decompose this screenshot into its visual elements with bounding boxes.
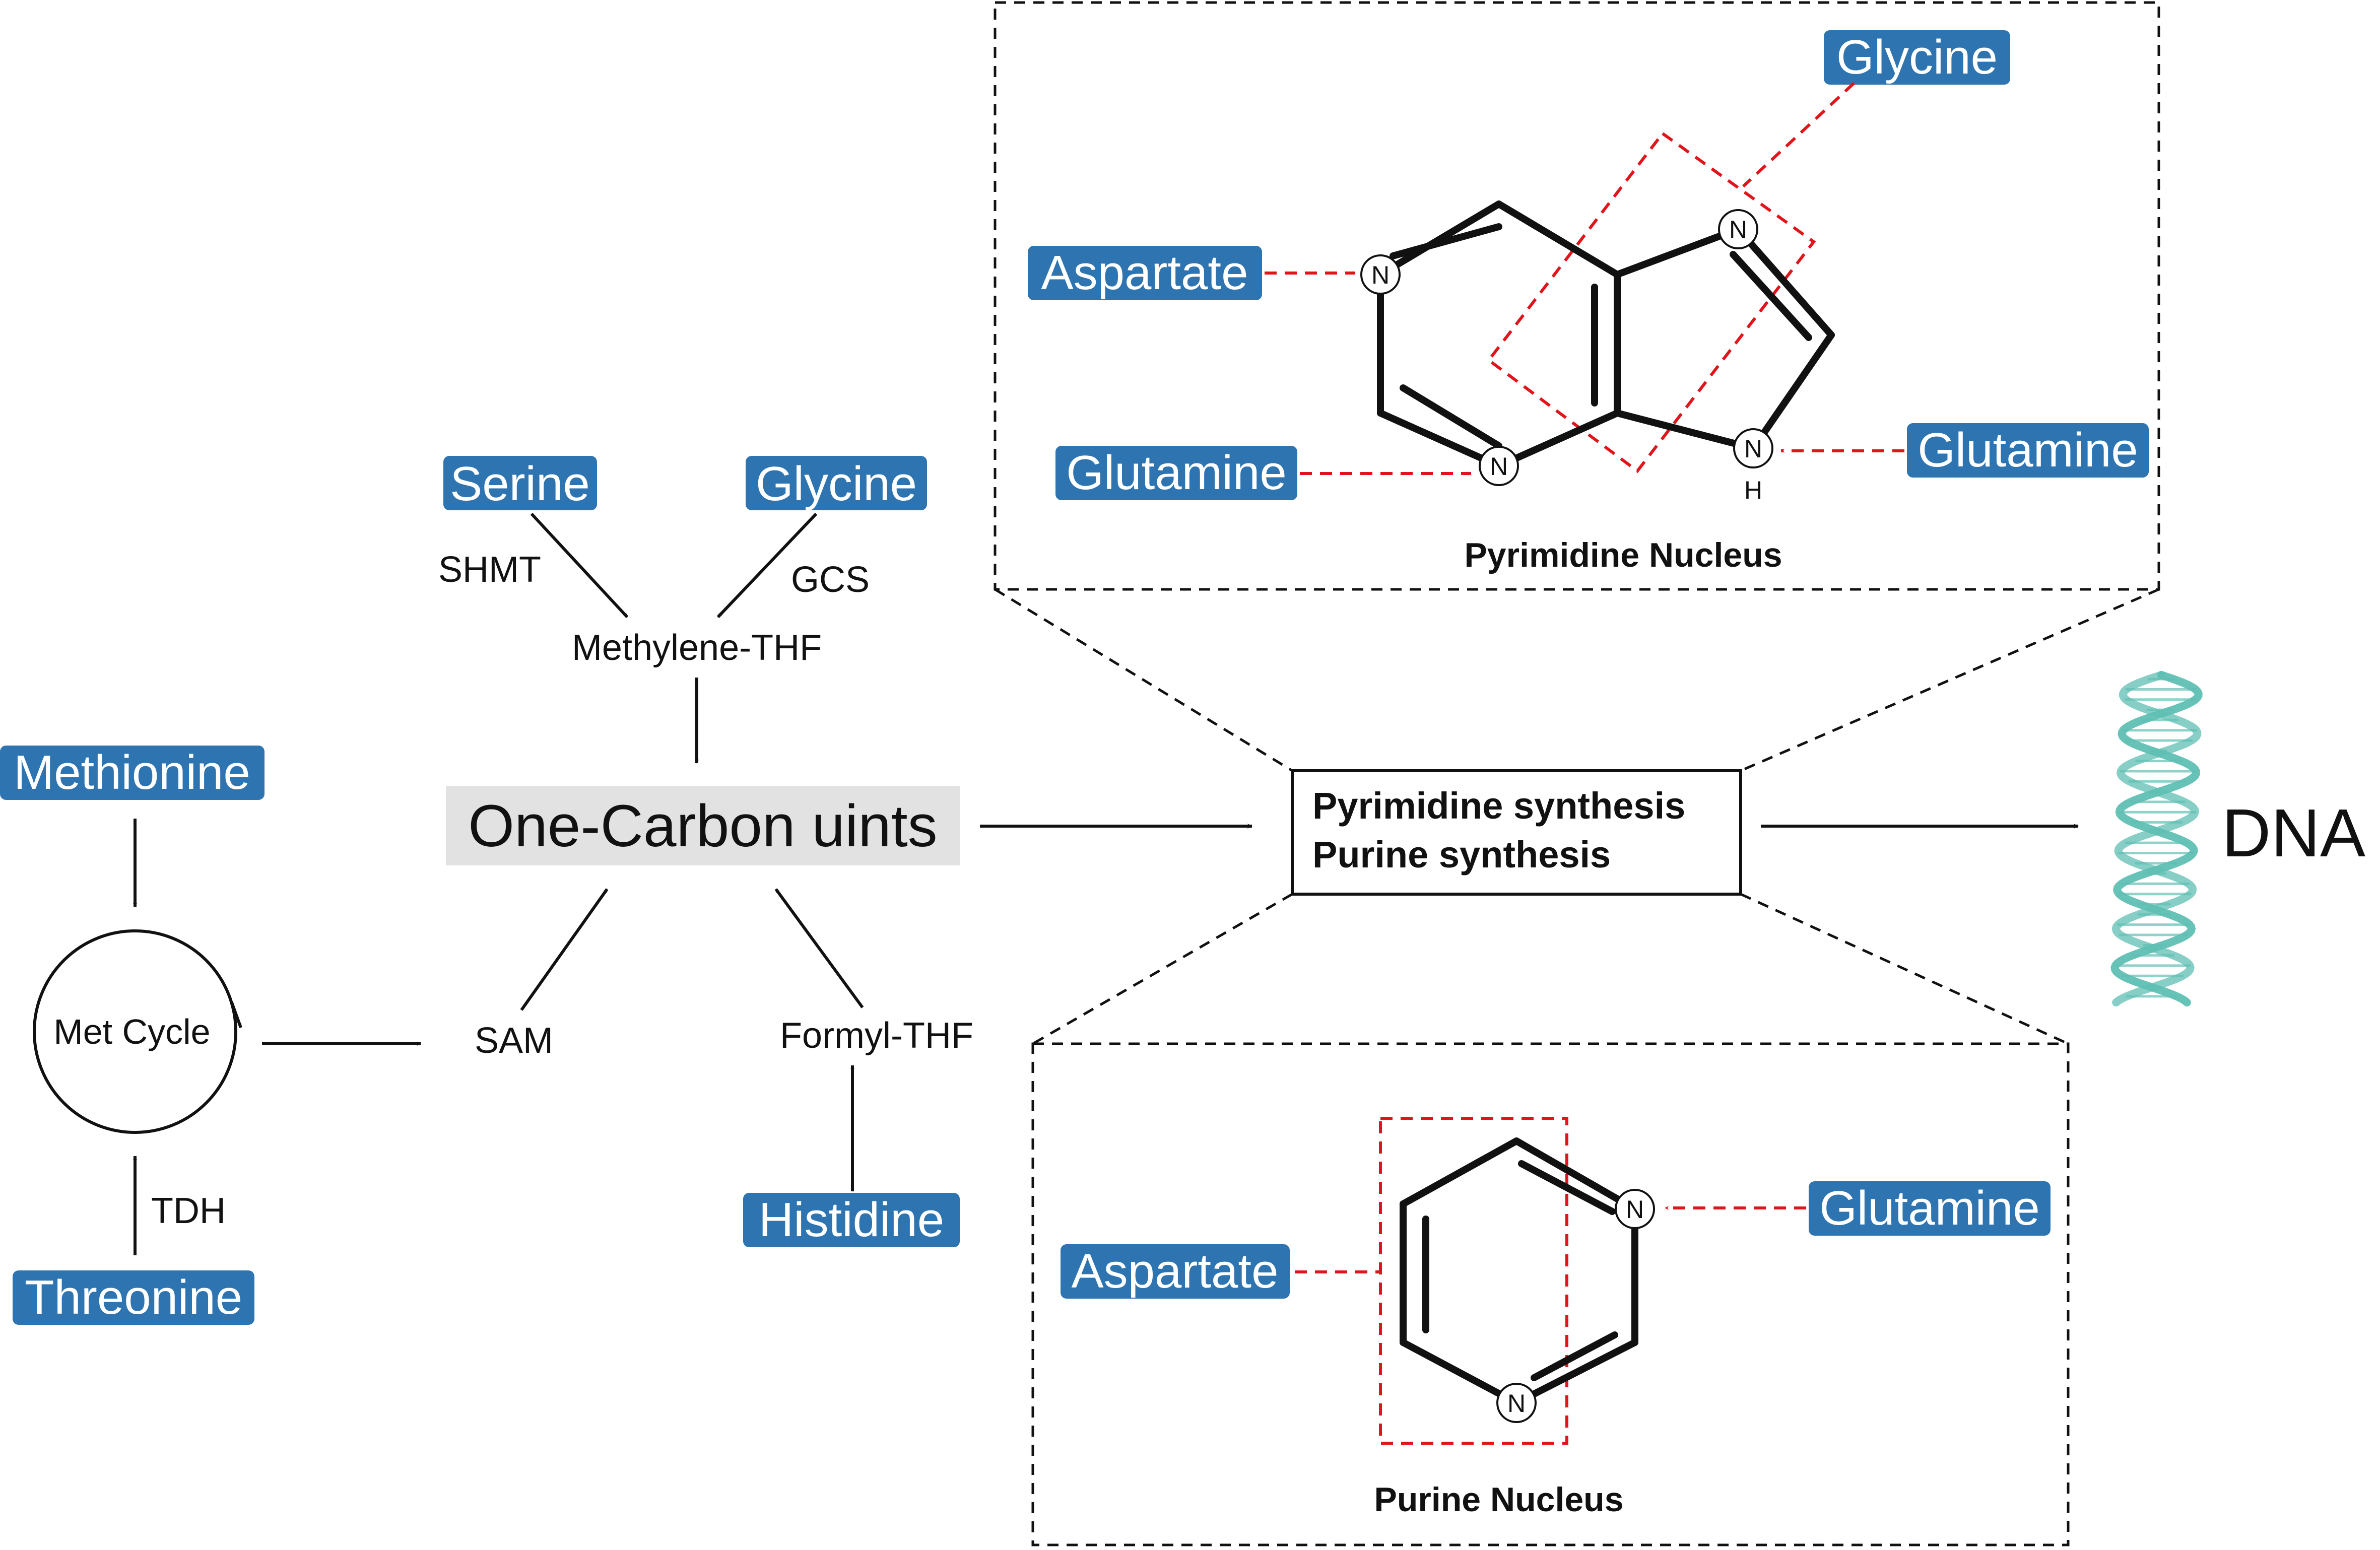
glycine-label: Glycine: [756, 457, 917, 511]
svg-text:Glutamine: Glutamine: [1918, 423, 2138, 477]
imidazole-highlight: [1486, 131, 1816, 474]
purine-skeleton: [1377, 200, 1835, 469]
svg-text:N: N: [1744, 435, 1762, 463]
sam-to-onecarbon-arrow: [520, 888, 609, 1011]
bottom-aspartate-pill: Aspartate: [1061, 1244, 1290, 1299]
dna-helix-icon: [2110, 671, 2203, 1006]
svg-text:Glutamine: Glutamine: [1066, 446, 1287, 500]
atom-n-top-bottom: N: [1479, 446, 1519, 486]
svg-text:N: N: [1490, 452, 1508, 481]
svg-text:Aspartate: Aspartate: [1072, 1244, 1279, 1298]
purine-nucleus-title: Purine Nucleus: [1374, 1480, 1623, 1519]
formyl-thf-label: Formyl-THF: [780, 1016, 973, 1056]
gcs-enzyme-label: GCS: [791, 560, 870, 600]
top-glutamine-right-pill: Glutamine: [1907, 423, 2149, 478]
svg-text:N: N: [1626, 1195, 1644, 1224]
purine-highlight: [1379, 1117, 1568, 1445]
svg-text:Glutamine: Glutamine: [1819, 1181, 2040, 1235]
histidine-label: Histidine: [759, 1193, 944, 1247]
glycine-to-methylene-arrow: [716, 512, 818, 619]
dna-label: DNA: [2222, 795, 2365, 871]
glycine-pill: Glycine: [746, 456, 927, 511]
purine-synthesis-label: Purine synthesis: [1312, 834, 1611, 875]
dna-strand-b: [2111, 671, 2202, 1006]
histidine-pill: Histidine: [743, 1193, 960, 1247]
serine-label: Serine: [450, 457, 590, 511]
zoom-connectors: [994, 588, 2159, 1045]
synthesis-box: Pyrimidine synthesis Purine synthesis: [1291, 769, 1742, 896]
met-cycle-label: Met Cycle: [53, 1012, 210, 1051]
svg-text:Glycine: Glycine: [1836, 30, 1998, 84]
threonine-label: Threonine: [25, 1270, 242, 1324]
svg-text:N: N: [1729, 216, 1747, 244]
atom-n-bottom-lower: N: [1496, 1383, 1537, 1423]
top-glycine-pill: Glycine: [1824, 30, 2010, 85]
top-glutamine-left-pill: Glutamine: [1055, 446, 1297, 500]
pyrimidine-ring: [1400, 1137, 1638, 1406]
svg-text:N: N: [1507, 1389, 1526, 1418]
svg-text:N: N: [1371, 261, 1390, 289]
bottom-glutamine-pill: Glutamine: [1809, 1181, 2051, 1236]
serine-pill: Serine: [443, 456, 597, 511]
formyl-to-onecarbon-arrow: [774, 888, 864, 1008]
atom-n-top-imidazole-upper: N: [1718, 209, 1758, 249]
pyrimidine-nucleus-title: Pyrimidine Nucleus: [1464, 536, 1782, 574]
threonine-pill: Threonine: [13, 1270, 254, 1325]
shmt-enzyme-label: SHMT: [438, 550, 541, 590]
methylene-thf-label: Methylene-THF: [572, 628, 822, 668]
pyrimidine-panel: [994, 1, 2160, 591]
pyrimidine-synthesis-label: Pyrimidine synthesis: [1312, 785, 1685, 827]
serine-to-methylene-arrow: [530, 512, 629, 619]
top-aspartate-pill: Aspartate: [1028, 246, 1262, 300]
one-carbon-units-box: One-Carbon uints: [446, 786, 960, 865]
svg-text:Aspartate: Aspartate: [1041, 246, 1248, 300]
met-cycle: Met Cycle: [33, 929, 242, 1134]
atom-n-top-imidazole-lower: N: [1733, 428, 1773, 468]
atom-n-top-left: N: [1360, 254, 1401, 295]
tdh-enzyme-label: TDH: [151, 1191, 226, 1231]
one-carbon-units-label: One-Carbon uints: [468, 793, 937, 859]
methionine-label: Methionine: [14, 746, 250, 799]
glycine-red-arrow: [1742, 82, 1856, 188]
atom-h-label: H: [1744, 476, 1762, 504]
sam-label: SAM: [475, 1021, 553, 1061]
atom-n-bottom-right: N: [1615, 1189, 1655, 1229]
methionine-pill: Methionine: [0, 746, 265, 800]
purine-panel: [1031, 1042, 2070, 1546]
